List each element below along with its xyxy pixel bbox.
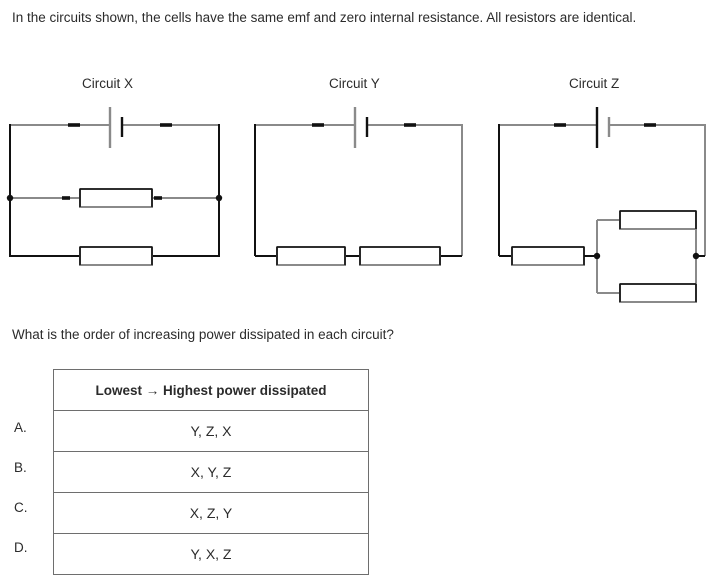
option-d-value[interactable]: Y, X, Z — [53, 533, 369, 575]
circuit-y-diagram — [254, 107, 463, 266]
option-a-value[interactable]: Y, Z, X — [53, 410, 369, 452]
table-row[interactable]: X, Z, Y — [53, 492, 369, 534]
table-header-row: Lowest → Highest power dissipated — [53, 369, 369, 411]
circuit-diagrams — [0, 95, 717, 315]
option-letter-a: A. — [14, 420, 27, 435]
circuit-z-diagram — [498, 107, 706, 303]
option-letter-c: C. — [14, 500, 28, 515]
table-row[interactable]: X, Y, Z — [53, 451, 369, 493]
answer-options-table: Lowest → Highest power dissipated Y, Z, … — [53, 369, 369, 575]
circuit-x-label: Circuit X — [82, 76, 134, 91]
table-row[interactable]: Y, Z, X — [53, 410, 369, 452]
column-header-power-order: Lowest → Highest power dissipated — [53, 369, 369, 411]
circuit-z-label: Circuit Z — [569, 76, 620, 91]
option-b-value[interactable]: X, Y, Z — [53, 451, 369, 493]
table-row[interactable]: Y, X, Z — [53, 533, 369, 575]
circuit-y-label: Circuit Y — [329, 76, 380, 91]
option-c-value[interactable]: X, Z, Y — [53, 492, 369, 534]
option-letter-d: D. — [14, 540, 28, 555]
question-prompt: What is the order of increasing power di… — [12, 327, 394, 342]
question-stem: In the circuits shown, the cells have th… — [12, 10, 637, 25]
option-letter-b: B. — [14, 460, 27, 475]
circuit-x-diagram — [6, 107, 223, 266]
